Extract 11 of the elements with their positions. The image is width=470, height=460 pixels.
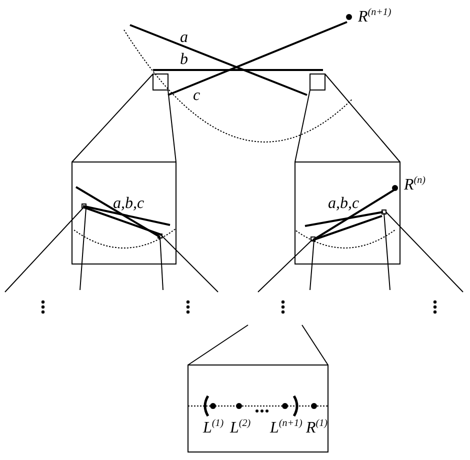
math-label: L$^{(n+1)}$ (270, 419, 302, 436)
math-label: R$^{(1)}$ (306, 419, 328, 436)
math-label: b (180, 52, 188, 68)
math-label: R$^{(n+1)}$ (358, 8, 392, 26)
math-label: c (193, 88, 200, 104)
math-label: L$^{(1)}$ (203, 419, 224, 436)
math-label: a (180, 30, 188, 46)
math-label: a,b,c (113, 196, 144, 212)
math-label: R$^{(n)}$ (404, 176, 426, 194)
math-label: a,b,c (328, 196, 360, 212)
math-label: L$^{(2)}$ (230, 419, 251, 436)
